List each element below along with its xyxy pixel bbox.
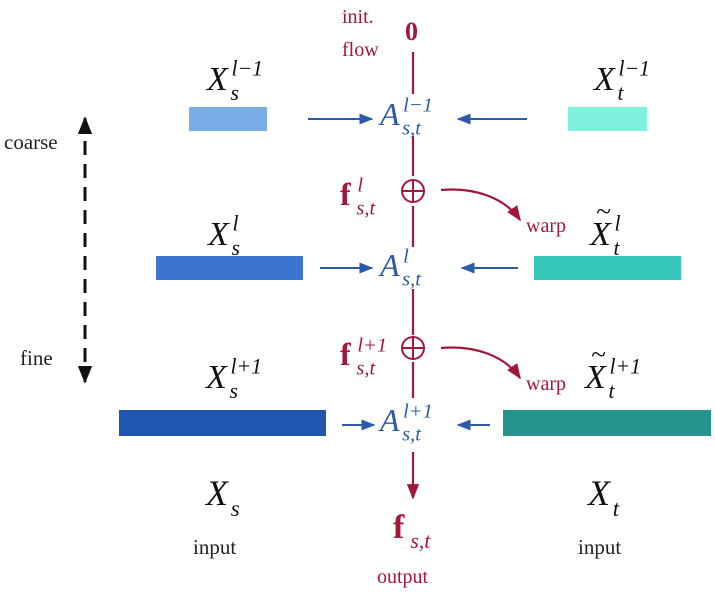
add-operator-icon (401, 336, 425, 360)
warp-label: warp (526, 215, 566, 237)
target-input-label-sub: t (613, 495, 620, 521)
source-feature-label-base: X (206, 216, 230, 253)
output-flow-label-base: f (393, 509, 405, 546)
source-input-caption: input (193, 535, 236, 559)
target-feature-label: X~lt (588, 197, 620, 261)
target-input-label-base: X (586, 473, 612, 513)
cost-volume-label-sub: s,t (402, 424, 422, 446)
flow-estimate-label-sub: s,t (356, 358, 376, 380)
target-input-caption: input (578, 535, 621, 559)
target-feature-label-sub: t (608, 379, 615, 403)
target-feature-label-sup: l (614, 212, 620, 236)
source-feature-label-sub: s (231, 236, 239, 260)
target-feature-label-sub: t (617, 81, 624, 105)
source-feature-label-base: X (205, 61, 229, 98)
source-feature-label-sub: s (229, 379, 237, 403)
target-feature-label-sub: t (613, 236, 620, 260)
output-flow-label-sub: s,t (410, 529, 431, 553)
source-feature-label-sub: s (230, 81, 238, 105)
coarse-label: coarse (4, 130, 58, 154)
source-feature-label-base: X (204, 359, 228, 396)
target-feature-label: X~l+1t (583, 340, 641, 404)
warp-label: warp (526, 373, 566, 395)
source-feature-bar (119, 410, 326, 436)
target-feature-label-sup: l−1 (618, 57, 650, 81)
source-feature-bar (156, 256, 303, 280)
source-feature-bar (189, 107, 267, 131)
target-feature-label-tilde: ~ (591, 340, 606, 370)
init-flow-label-line2: flow (342, 39, 379, 61)
cost-volume-label-sub: s,t (402, 269, 422, 291)
warp-arrow-l (440, 188, 521, 222)
fine-label: fine (20, 346, 53, 370)
cost-volume-label-sub: s,t (402, 118, 422, 140)
flow-estimate-label-base: f (340, 336, 351, 372)
source-feature-label-sup: l−1 (231, 57, 263, 81)
init-flow-label-line1: init. (342, 6, 374, 28)
target-feature-bar (503, 410, 711, 436)
flow-estimate-label-sup: l (357, 175, 363, 197)
cost-volume-label-sup: l+1 (403, 401, 433, 423)
init-flow-zero: 0 (405, 17, 418, 46)
target-feature-bar (534, 256, 681, 280)
cost-volume-label-base: A (378, 402, 400, 438)
cost-volume-label-base: A (378, 247, 400, 283)
flow-estimate-label-sub: s,t (356, 198, 376, 220)
target-feature-label-base: X (583, 359, 607, 396)
target-feature-label-tilde: ~ (596, 197, 611, 227)
source-feature-label-sup: l+1 (230, 355, 262, 379)
flow-estimate-label-base: f (340, 176, 351, 212)
add-operator-icon (401, 179, 425, 203)
source-input-label-base: X (204, 473, 230, 513)
warp-arrow-l-plus-1 (440, 346, 521, 380)
target-feature-label-base: X (588, 216, 612, 253)
source-input-label-sub: s (231, 495, 240, 521)
flow-estimate-label: f l+1s,t (340, 335, 387, 380)
source-feature-label-sup: l (232, 212, 238, 236)
target-feature-label-base: X (592, 61, 616, 98)
target-feature-bar (568, 107, 647, 131)
cost-volume-label-sup: l (403, 246, 409, 268)
cost-volume-label-base: A (378, 96, 400, 132)
target-feature-label-sup: l+1 (609, 355, 641, 379)
cost-volume-label-sup: l−1 (403, 95, 433, 117)
flow-estimate-label-sup: l+1 (357, 335, 387, 357)
output-caption: output (377, 566, 429, 588)
